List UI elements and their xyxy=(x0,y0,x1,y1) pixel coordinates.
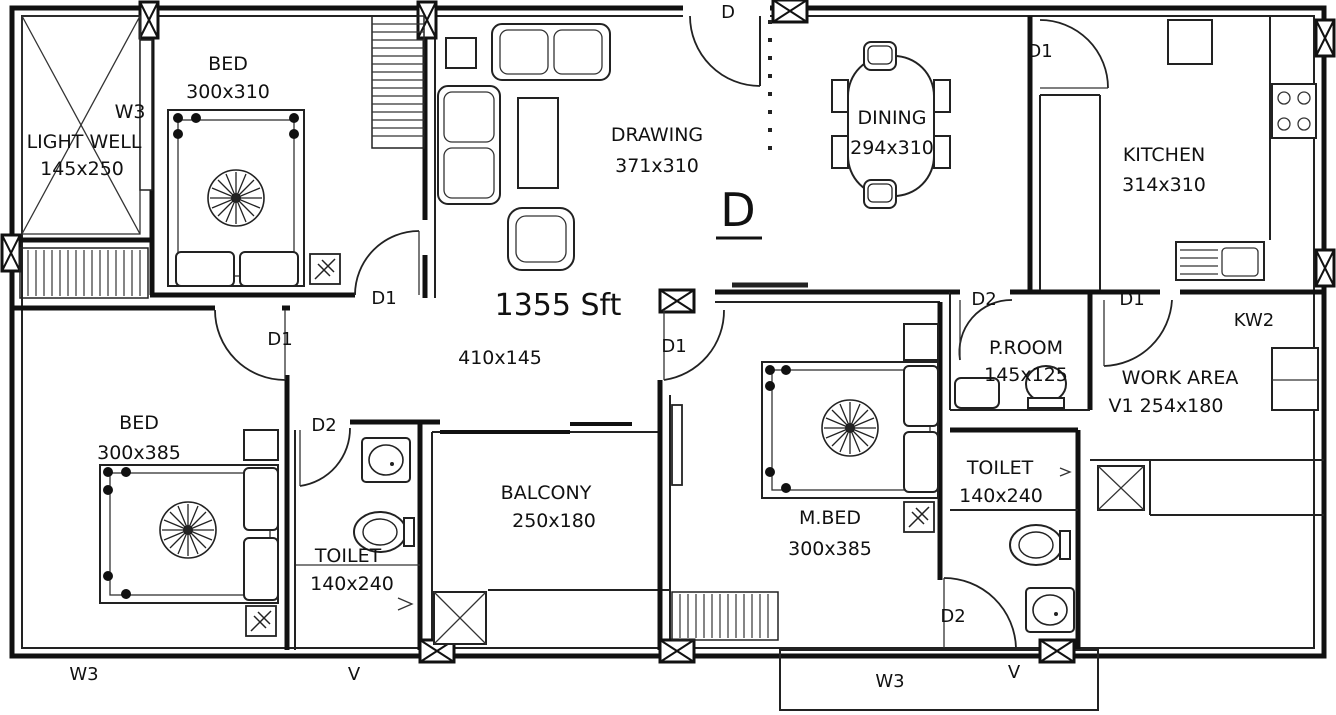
bed-top-size: 300x310 xyxy=(186,81,270,103)
room-labels: W3 LIGHT WELL 145x250 BED 300x310 DRAWIN… xyxy=(27,53,1239,595)
opening-labels: D D1 D1 D1 D1 D2 D1 KW2 D2 D2 W3 V W3 V xyxy=(69,2,1274,692)
kitchen-furniture xyxy=(1167,19,1319,411)
label-w3-left: W3 xyxy=(69,664,98,685)
proom-name: P.ROOM xyxy=(989,337,1063,359)
proom-fixtures xyxy=(954,365,1067,409)
dining-size: 294x310 xyxy=(850,137,934,159)
drawing-name: DRAWING xyxy=(611,124,703,146)
balcony-size: 250x180 xyxy=(512,510,596,532)
kitchen-name: KITCHEN xyxy=(1123,144,1205,166)
label-d2-toilet-left: D2 xyxy=(311,415,336,436)
drawing-furniture xyxy=(437,23,611,271)
label-d1-work: D1 xyxy=(1119,289,1144,310)
bed-top-furniture xyxy=(167,109,341,287)
work-area-name: WORK AREA xyxy=(1122,367,1239,389)
bed-left-name: BED xyxy=(119,412,159,434)
door-swings xyxy=(214,230,1173,649)
toilet-left-fixtures xyxy=(296,437,487,645)
bed-top-name: BED xyxy=(208,53,248,75)
main-door-mark: D xyxy=(720,183,755,237)
label-d-entrance: D xyxy=(721,2,735,23)
kitchen-size: 314x310 xyxy=(1122,174,1206,196)
lobby-size: 410x145 xyxy=(458,347,542,369)
bed-left-furniture xyxy=(99,429,279,637)
label-kw2: KW2 xyxy=(1234,310,1274,331)
label-d1-bed-top: D1 xyxy=(371,288,396,309)
balcony-details xyxy=(440,422,632,434)
dining-furniture xyxy=(831,41,951,209)
label-d1-master: D1 xyxy=(661,336,686,357)
drawing-size: 371x310 xyxy=(615,155,699,177)
entrance-door xyxy=(689,15,808,288)
proom-size: 145x125 xyxy=(984,364,1068,386)
toilet-right-fixtures xyxy=(1009,465,1145,633)
label-w3-bottom: W3 xyxy=(875,671,904,692)
toilet-left-size: 140x240 xyxy=(310,573,394,595)
master-bed-name: M.BED xyxy=(799,507,861,529)
toilet-left-name: TOILET xyxy=(314,545,382,567)
label-v-left: V xyxy=(348,664,361,685)
total-area: 1355 Sft xyxy=(495,288,622,323)
label-v-right: V xyxy=(1008,662,1021,683)
label-d2-proom: D2 xyxy=(971,289,996,310)
label-d1-bed-left: D1 xyxy=(267,329,292,350)
light-well-size: 145x250 xyxy=(40,158,124,180)
bed-left-size: 300x385 xyxy=(97,442,181,464)
balcony-name: BALCONY xyxy=(501,482,592,504)
light-well-code: W3 xyxy=(115,101,146,123)
master-bed-furniture xyxy=(671,323,939,533)
hatch-ledges xyxy=(19,15,779,641)
light-well xyxy=(21,15,153,235)
label-d1-dining: D1 xyxy=(1027,41,1052,62)
work-area-size: V1 254x180 xyxy=(1109,395,1224,417)
light-well-name: LIGHT WELL xyxy=(27,131,142,153)
toilet-right-name: TOILET xyxy=(966,457,1034,479)
toilet-right-size: 140x240 xyxy=(959,485,1043,507)
label-d2-toilet-right: D2 xyxy=(940,606,965,627)
master-bed-size: 300x385 xyxy=(788,538,872,560)
dining-name: DINING xyxy=(858,107,927,129)
